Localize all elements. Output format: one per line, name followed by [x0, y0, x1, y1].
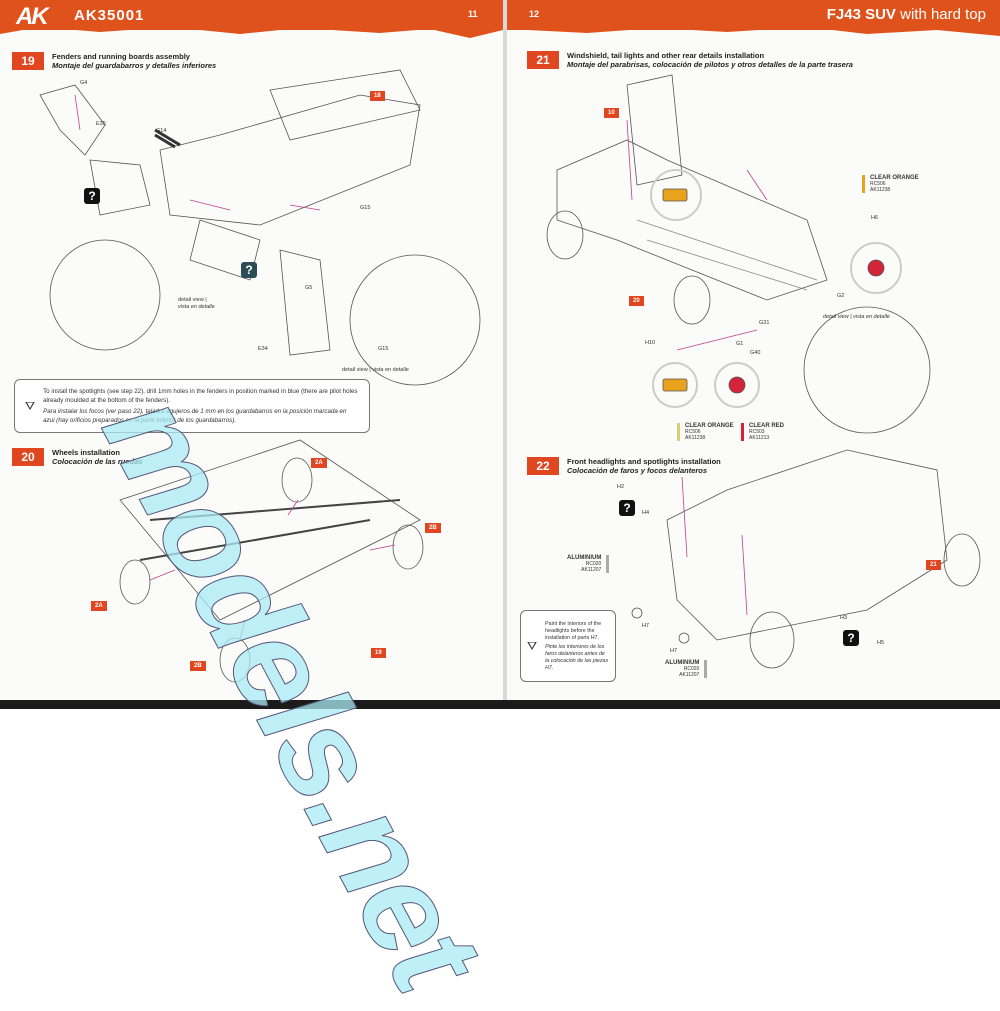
step-number: 20 [12, 448, 44, 466]
detail-view-label: detail view | vista en detalle [823, 314, 890, 320]
part-label: H2 [617, 484, 625, 490]
help-icon: ? [241, 262, 257, 278]
help-icon: ? [619, 500, 635, 516]
step-title: Wheels installation [52, 448, 120, 457]
page-number: 12 [529, 9, 540, 19]
step-21-22-drawings [546, 74, 981, 669]
step-title-es: Montaje del guardabarros y detalles infe… [52, 61, 217, 70]
part-label: E34 [258, 346, 268, 352]
step-title-es: Colocación de faros y focos delanteros [567, 466, 708, 475]
detail-view-label: detail view | [178, 297, 207, 303]
step-title: Fenders and running boards assembly [52, 52, 190, 61]
detail-view-label: detail view | vista en detalle [342, 367, 409, 373]
step-title-es: Montaje del parabrisas, colocación de pi… [567, 60, 853, 69]
note-text: Paint the interiors of the headlights be… [545, 620, 602, 641]
ref-tag: 2B [190, 661, 206, 671]
paint-note: ⛛ Paint the interiors of the headlights … [520, 610, 616, 682]
ref-tag: 20 [629, 296, 644, 306]
part-label: G4 [80, 80, 88, 86]
ref-tag: 21 [926, 560, 941, 570]
part-label: E35 [96, 121, 106, 127]
step-title: Windshield, tail lights and other rear d… [567, 51, 765, 60]
part-label: G15 [378, 346, 389, 352]
part-label: G40 [750, 350, 761, 356]
model-title: FJ43 SUV with hard top [826, 6, 986, 23]
step-19-20-drawings [39, 69, 481, 683]
part-label: H7 [670, 648, 678, 654]
part-label: G5 [305, 285, 313, 291]
ref-tag: 19 [371, 648, 386, 658]
page-number: 11 [468, 9, 478, 19]
part-label: H10 [645, 340, 656, 346]
product-code: AK35001 [74, 7, 145, 24]
note-text: To install the spotlights (see step 22),… [43, 388, 358, 404]
step-number: 19 [12, 52, 44, 70]
ref-tag: 2A [91, 601, 107, 611]
step-number: 22 [527, 457, 559, 475]
part-label: H3 [840, 615, 848, 621]
detail-view-label-es: vista en detalle [178, 304, 215, 310]
part-label: H6 [871, 215, 879, 221]
header-band: AK AK35001 11 [0, 0, 503, 38]
step-number: 21 [527, 51, 559, 69]
drilling-note: ⛛ To install the spotlights (see step 22… [14, 379, 370, 433]
part-label: G1 [736, 341, 744, 347]
part-label: G15 [360, 205, 371, 211]
note-text-es: Pinte los interiores de los faros delant… [545, 643, 609, 671]
warning-icon: ⛛ [527, 638, 538, 653]
ref-tag: 2A [311, 458, 327, 468]
step-title-es: Colocación de las ruedas [52, 457, 143, 466]
step-title: Front headlights and spotlights installa… [567, 457, 721, 466]
part-label: G31 [759, 320, 770, 326]
part-label: G2 [837, 293, 845, 299]
ak-logo: AK [16, 3, 49, 30]
help-icon: ? [84, 188, 100, 204]
ref-tag: 18 [370, 91, 385, 101]
ref-tag: 2B [425, 523, 441, 533]
header-band: 12 FJ43 SUV with hard top [507, 0, 1000, 36]
part-label: H7 [642, 623, 650, 629]
part-label: H5 [877, 640, 885, 646]
step-21-header: 21 Windshield, tail lights and other rea… [527, 51, 853, 69]
ref-tag: 10 [604, 108, 619, 118]
part-label: G14 [156, 128, 167, 134]
help-icon: ? [843, 630, 859, 646]
right-page: 12 FJ43 SUV with hard top 21 Windshield,… [507, 0, 1000, 700]
step-22-header: 22 Front headlights and spotlights insta… [527, 457, 721, 475]
warning-icon: ⛛ [25, 398, 36, 413]
page-gutter [503, 0, 507, 709]
part-label: H4 [642, 510, 650, 516]
scan-edge [0, 700, 1000, 709]
left-page: AK AK35001 11 19 Fenders and running boa… [0, 0, 503, 700]
note-text-es: Para instalar los focos (ver paso 22), t… [43, 408, 347, 424]
